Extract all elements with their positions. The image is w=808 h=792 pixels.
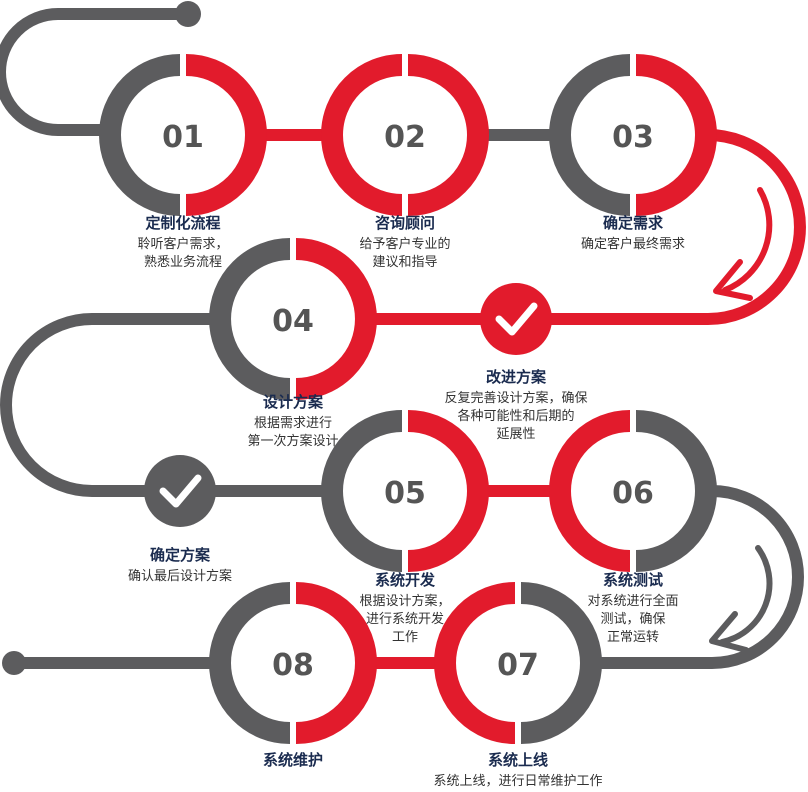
step-title: 系统测试 — [602, 571, 664, 589]
step-title: 改进方案 — [485, 368, 547, 386]
step-number-02: 02 — [384, 120, 426, 155]
step-caption-06: 系统测试 对系统进行全面 测试，确保 正常运转 — [587, 570, 678, 647]
step-desc: 各种可能性和后期的 — [457, 409, 575, 424]
end-dot — [2, 651, 26, 675]
step-desc: 延展性 — [496, 427, 536, 442]
step-desc: 正常运转 — [606, 630, 660, 645]
step-caption-07: 系统上线 系统上线，进行日常维护工作 — [433, 750, 602, 791]
step-caption-05: 系统开发 根据设计方案， 进行系统开发 工作 — [359, 570, 450, 647]
step-caption-08: 系统维护 — [263, 750, 323, 773]
start-dot — [175, 1, 201, 27]
step-desc: 确认最后设计方案 — [127, 569, 233, 584]
step-node-06: 06 — [549, 410, 717, 572]
step-number-05: 05 — [384, 476, 426, 511]
connector-06-right — [585, 485, 804, 669]
step-title: 咨询顾问 — [374, 214, 436, 232]
step-desc: 工作 — [391, 630, 419, 645]
step-number-03: 03 — [612, 120, 654, 155]
step-node-03: 03 — [549, 54, 717, 216]
check-icon — [495, 302, 538, 336]
check-icon — [159, 474, 202, 508]
connector-start — [0, 7, 188, 136]
check-node-confirm — [144, 455, 216, 527]
step-desc: 确定客户最终需求 — [580, 237, 686, 252]
step-title: 确定方案 — [149, 546, 211, 564]
step-number-04: 04 — [272, 304, 314, 339]
step-title: 确定需求 — [602, 214, 664, 232]
step-desc: 根据设计方案， — [359, 594, 451, 609]
step-title: 设计方案 — [262, 393, 324, 411]
step-desc: 进行系统开发 — [365, 612, 445, 627]
step-node-08: 08 — [209, 582, 377, 744]
step-desc: 系统上线，进行日常维护工作 — [433, 774, 603, 789]
arrow-right-1 — [722, 187, 773, 293]
step-node-05: 05 — [321, 410, 489, 572]
step-caption-02: 咨询顾问 给予客户专业的 建议和指导 — [359, 213, 450, 272]
step-desc: 测试，确保 — [600, 612, 666, 627]
step-title: 系统开发 — [374, 571, 436, 589]
arrow-head-1 — [713, 259, 753, 301]
step-number-01: 01 — [162, 120, 204, 155]
step-desc: 建议和指导 — [372, 255, 438, 270]
step-number-07: 07 — [497, 648, 539, 683]
step-caption-04: 设计方案 根据需求进行 第一次方案设计 — [247, 392, 338, 451]
step-title: 系统上线 — [487, 751, 549, 769]
arrow-head-2 — [709, 611, 749, 653]
connector-04-left — [0, 313, 230, 497]
step-desc: 反复完善设计方案，确保 — [444, 391, 588, 406]
step-desc: 第一次方案设计 — [247, 434, 339, 449]
step-desc: 对系统进行全面 — [587, 594, 679, 609]
step-number-06: 06 — [612, 476, 654, 511]
step-number-08: 08 — [272, 648, 314, 683]
step-node-01: 01 — [99, 54, 267, 216]
step-caption-03: 确定需求 确定客户最终需求 — [581, 213, 685, 254]
step-caption-confirm: 确定方案 确认最后设计方案 — [128, 545, 232, 586]
step-node-04: 04 — [209, 238, 377, 400]
step-desc: 熟悉业务流程 — [143, 255, 223, 270]
step-caption-01: 定制化流程 聆听客户需求， 熟悉业务流程 — [137, 213, 228, 272]
arrow-right-2 — [719, 545, 773, 645]
step-desc: 给予客户专业的 — [359, 237, 451, 252]
step-title: 定制化流程 — [145, 214, 221, 232]
step-desc: 根据需求进行 — [253, 416, 333, 431]
step-node-02: 02 — [321, 54, 489, 216]
step-title: 系统维护 — [262, 751, 324, 769]
check-node-improve — [480, 283, 552, 355]
step-desc: 聆听客户需求， — [137, 237, 229, 252]
connector-03-right — [540, 129, 806, 325]
step-caption-improve: 改进方案 反复完善设计方案，确保 各种可能性和后期的 延展性 — [444, 367, 587, 444]
step-node-07: 07 — [434, 582, 602, 744]
